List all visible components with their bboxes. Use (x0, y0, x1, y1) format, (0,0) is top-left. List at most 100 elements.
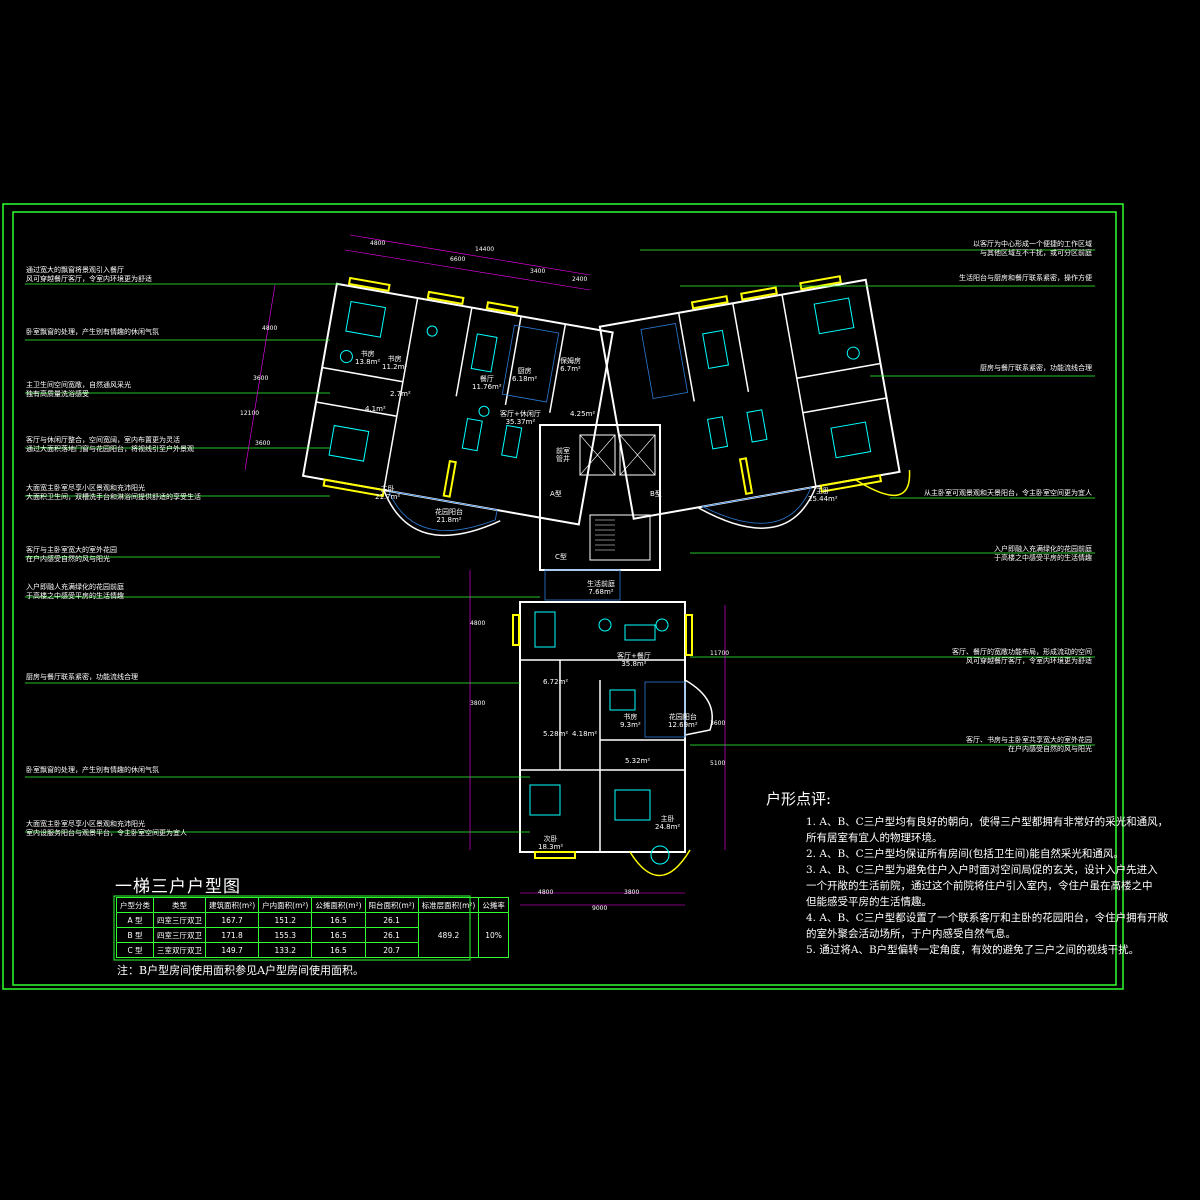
table-cell: C 型 (116, 942, 154, 958)
share-rate: 10% (478, 912, 509, 958)
dimension-label: 3800 (470, 700, 486, 707)
dimension-label: 3400 (530, 268, 546, 275)
room-area: 6.7m² (560, 365, 581, 373)
room-area: 7.68m² (588, 588, 614, 596)
annotation-line: 在户内感受自然的风与阳光 (26, 555, 110, 563)
table-cell: 16.5 (311, 912, 366, 928)
room-label: A型 (550, 490, 562, 498)
annotation-line: 客厅与主卧室宽大的室外花园 (26, 546, 117, 554)
table-header-row: 户型分类 类型 建筑面积(m²) 户内面积(m²) 公摊面积(m²) 阳台面积(… (116, 897, 509, 913)
room-label: B型 (650, 490, 662, 498)
room-name: 主卧 (660, 815, 675, 823)
room-label: C型 (555, 553, 567, 561)
room-label: 2.7m² (390, 390, 411, 398)
annotation: 大面宽主卧室尽享小区景观和充沛阳光室内设服务阳台与观景平台，令主卧室空间更为宜人 (26, 820, 187, 838)
room-area: 6.18m² (512, 375, 538, 383)
annotation-line: 通过宽大的飘窗将景观引入餐厅 (26, 266, 124, 274)
table-cell: 151.2 (258, 912, 313, 928)
dimension-label: 4800 (470, 620, 486, 627)
annotation-line: 室内设服务阳台与观景平台，令主卧室空间更为宜人 (26, 829, 187, 837)
annotation-line: 入户即融人充满绿化的花园前庭 (26, 583, 124, 591)
unit-a (301, 276, 614, 537)
room-area: 13.8m² (355, 358, 381, 366)
annotation-line: 生活阳台与厨房和餐厅联系紧密，操作方便 (959, 274, 1092, 282)
table-row: A 型 四室三厅双卫 167.7 151.2 16.5 26.1 489.2 1… (116, 912, 509, 958)
room-area: 4.1m² (365, 405, 386, 413)
dimension-label: 3600 (253, 375, 269, 382)
annotation-line: 在户内感受自然的风与阳光 (1008, 745, 1092, 753)
comment-item: 4. A、B、C三户型都设置了一个联系客厅和主卧的花园阳台，令住户拥有开敞 (806, 912, 1169, 924)
dimension-label: 2400 (572, 276, 588, 283)
annotation: 厨房与餐厅联系紧密，功能流线合理 (980, 364, 1092, 373)
annotation: 通过宽大的飘窗将景观引入餐厅风可穿越餐厅客厅，令室内环境更为舒适 (26, 266, 152, 284)
room-label: 5.32m² (625, 757, 650, 765)
room-label: 4.25m² (570, 410, 595, 418)
room-area: 11.76m² (472, 383, 502, 391)
table-header: 公摊率 (478, 897, 509, 913)
annotation: 卧室飘窗的处理，产生别有情趣的休闲气氛 (26, 766, 159, 775)
room-name: 主卧 (380, 485, 395, 493)
dimension-label: 4800 (370, 240, 386, 247)
annotation: 客厅与主卧室宽大的室外花园在户内感受自然的风与阳光 (26, 546, 117, 564)
room-area: 18.3m² (538, 843, 564, 851)
dimension-label: 3800 (624, 889, 640, 896)
leader-lines (25, 249, 1095, 833)
table-cell: 149.7 (204, 942, 260, 958)
dimension-label: 3600 (255, 440, 271, 447)
room-label: 6.72m² (543, 678, 568, 686)
annotation: 主卫生间空间宽敞，自然通风采光独有高质量洗浴感受 (26, 381, 131, 399)
outer-frame (2, 203, 1124, 990)
comment-item: 所有居室有宜人的物理环境。 (806, 832, 943, 844)
room-area: 4.25m² (570, 410, 596, 418)
room-area: 11.2m² (382, 363, 408, 371)
annotation: 大面宽主卧室尽享小区景观和充沛阳光大面积卫生间，双槽洗手台和淋浴间提供舒适的享受… (26, 484, 201, 502)
room-name: B型 (650, 490, 662, 498)
table-cell: 16.5 (311, 927, 366, 943)
annotation-line: 主卫生间空间宽敞，自然通风采光 (26, 381, 131, 389)
annotation: 客厅、书房与主卧室共享宽大的室外花园在户内感受自然的风与阳光 (966, 736, 1092, 754)
table-cell: 四室三厅双卫 (153, 927, 206, 943)
annotation-line: 厨房与餐厅联系紧密，功能流线合理 (980, 364, 1092, 372)
room-name: 书房 (387, 355, 402, 363)
room-name: 次卧 (543, 835, 558, 843)
area-table: 户型分类 类型 建筑面积(m²) 户内面积(m²) 公摊面积(m²) 阳台面积(… (116, 897, 509, 958)
annotation: 从主卧室可观景观和天景阳台，令主卧室空间更为宜人 (924, 489, 1092, 498)
annotation-line: 独有高质量洗浴感受 (26, 390, 89, 398)
annotation-line: 通过大面积落地门窗与花园阳台，将视线引至户外景观 (26, 445, 194, 453)
core (539, 424, 661, 601)
drawing-note: 注：B户型房间使用面积参见A户型房间使用面积。 (117, 964, 365, 977)
dimension-label: 5100 (710, 760, 726, 767)
room-name: 花园阳台 (668, 713, 697, 721)
room-name: 主卧 (815, 487, 830, 495)
annotation: 以客厅为中心形成一个便捷的工作区域与其他区域互不干扰，或可分区前庭 (973, 240, 1092, 258)
annotation-line: 入户即融入充满绿化的花园前庭 (994, 545, 1092, 553)
dimension-label: 3600 (710, 720, 726, 727)
room-area: 5.32m² (625, 757, 651, 765)
table-cell: 三室双厅双卫 (153, 942, 206, 958)
table-header: 公摊面积(m²) (311, 897, 366, 913)
table-cell: 16.5 (311, 942, 366, 958)
annotation-line: 以客厅为中心形成一个便捷的工作区域 (973, 240, 1092, 248)
table-header: 阳台面积(m²) (364, 897, 419, 913)
annotation: 厨房与餐厅联系紧密，功能流线合理 (26, 673, 138, 682)
drawing-title: 一梯三户户型图 (115, 877, 241, 897)
table-header: 户内面积(m²) (258, 897, 313, 913)
room-area: 4.18m² (572, 730, 598, 738)
annotation-line: 卧室飘窗的处理，产生别有情趣的休闲气氛 (26, 328, 159, 336)
dimension-lines (244, 234, 726, 906)
annotation: 入户即融入充满绿化的花园前庭于高楼之中感受平房的生活情趣 (994, 545, 1092, 563)
room-area: 6.72m² (543, 678, 569, 686)
room-area: 21.7m² (375, 493, 401, 501)
annotation-line: 与其他区域互不干扰，或可分区前庭 (980, 249, 1092, 257)
annotation-line: 风可穿越餐厅客厅，令室内环境更为舒适 (26, 275, 152, 283)
inner-frame (12, 211, 1117, 986)
room-name: 客厅+餐厅 (617, 652, 651, 660)
room-name: A型 (550, 490, 562, 498)
